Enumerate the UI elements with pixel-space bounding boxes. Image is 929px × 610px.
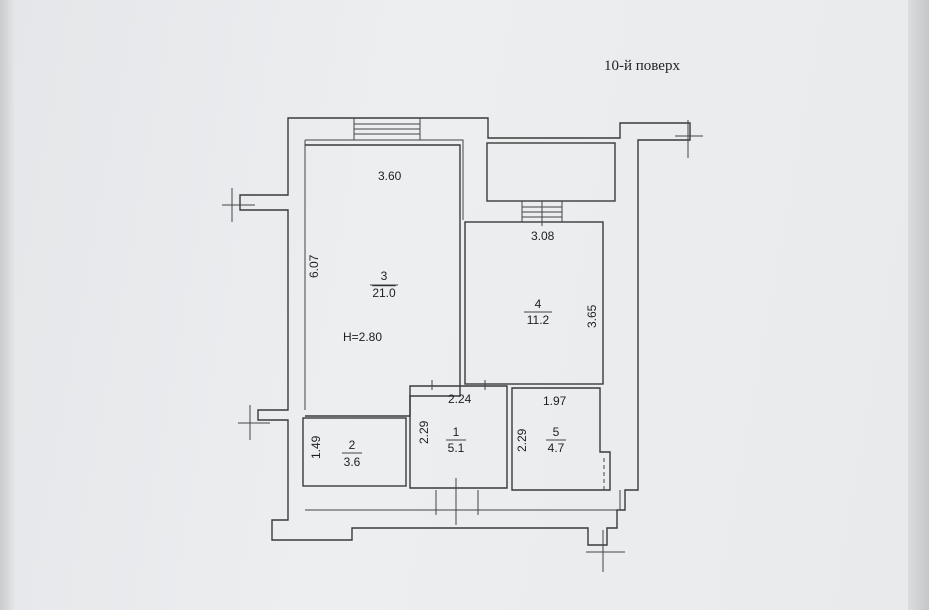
room3-label: 3 21.0 xyxy=(370,269,398,300)
floor-label: 10-й поверх xyxy=(604,58,680,74)
balcony xyxy=(486,142,616,202)
section-marker-top-right xyxy=(675,120,703,158)
window-room3 xyxy=(353,118,421,140)
room4-outline xyxy=(464,221,604,385)
room-area: 21.0 xyxy=(372,286,396,300)
dim-room4-length: 3.65 xyxy=(585,304,599,328)
section-marker-lower-left xyxy=(238,405,270,440)
room5-outline xyxy=(511,387,611,491)
paper-edge-right xyxy=(908,0,929,610)
window-room4 xyxy=(521,201,563,226)
dim-room1-length: 2.29 xyxy=(417,420,431,444)
inner-wall-outline xyxy=(304,139,621,511)
dim-room5-width: 1.97 xyxy=(543,394,567,408)
room-area: 11.2 xyxy=(527,313,550,327)
dim-room4-width: 3.08 xyxy=(531,229,555,243)
section-marker-left xyxy=(222,188,255,222)
section-marker-bottom-right xyxy=(586,530,625,572)
paper-edge-left xyxy=(0,0,14,610)
room-number: 4 xyxy=(535,297,542,311)
room2-outline xyxy=(302,417,407,487)
dim-room2-length: 1.49 xyxy=(309,435,323,459)
entrance-door xyxy=(435,478,479,525)
dim-room3-length: 6.07 xyxy=(307,254,321,278)
room-number: 5 xyxy=(553,425,560,439)
room-area: 3.6 xyxy=(344,455,361,469)
ceiling-height: H=2.80 xyxy=(343,330,382,344)
room2-label: 2 3.6 xyxy=(342,438,362,469)
room-number: 1 xyxy=(453,425,460,439)
room-number: 3 xyxy=(381,269,388,283)
room-area: 5.1 xyxy=(448,441,465,455)
outer-wall-outline xyxy=(239,117,691,546)
room1-label: 1 5.1 xyxy=(446,425,466,455)
room3-outline xyxy=(305,144,461,417)
room-number: 2 xyxy=(349,438,356,452)
room4-label: 4 11.2 xyxy=(524,297,552,327)
dim-room5-length: 2.29 xyxy=(515,428,529,452)
dim-room1-width: 2.24 xyxy=(448,392,472,406)
room-area: 4.7 xyxy=(548,441,565,455)
room5-label: 5 4.7 xyxy=(546,425,566,455)
room1-outline xyxy=(409,385,508,489)
dim-room3-width: 3.60 xyxy=(378,169,402,183)
